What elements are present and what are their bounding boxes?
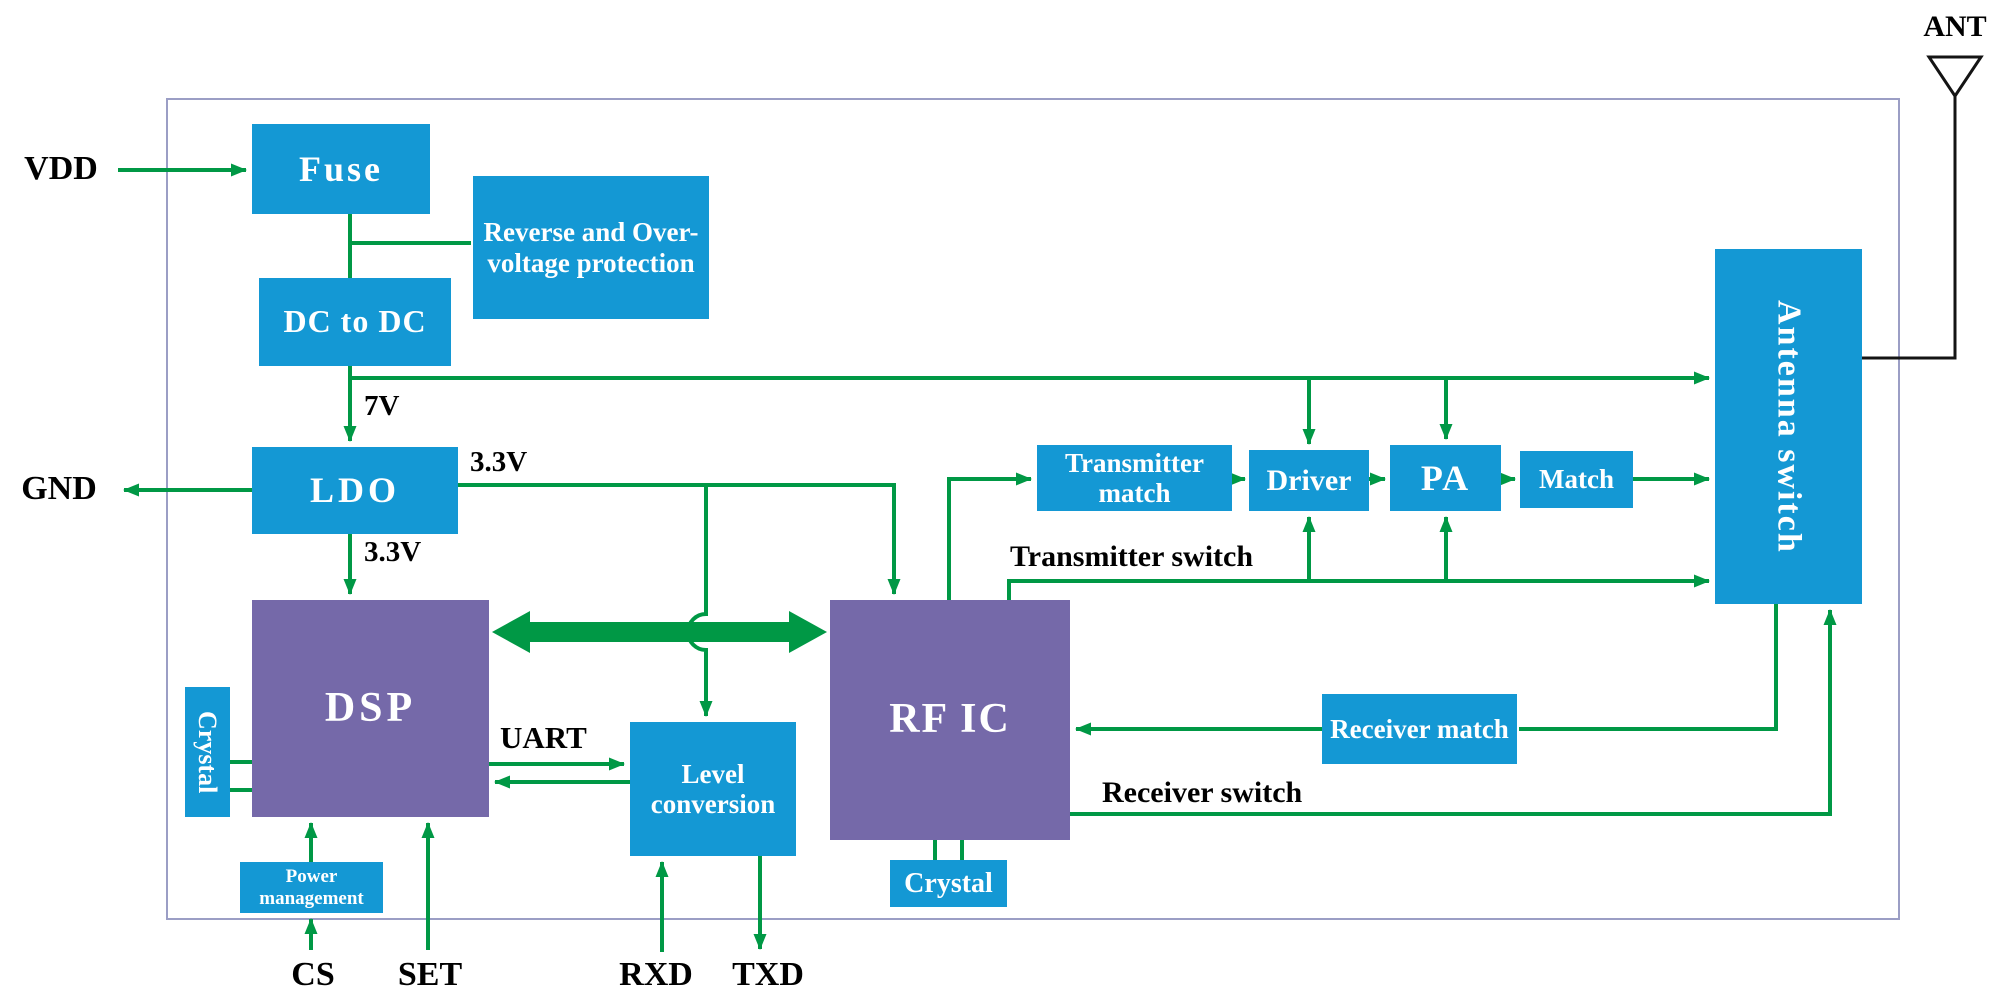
power-management-block: Power management [240, 862, 383, 913]
match-block: Match [1520, 451, 1633, 508]
ant-label: ANT [1923, 10, 1987, 43]
bus-arrowhead-right [789, 611, 827, 653]
driver-block: Driver [1249, 450, 1369, 511]
level-conversion-block: Level conversion [630, 722, 796, 856]
pa-block: PA [1390, 445, 1501, 511]
module-boundary-frame [166, 98, 1900, 920]
wire-transmitter-switch [1007, 574, 1710, 600]
wire-3v3-to-rfic [458, 483, 901, 595]
ldo-block: LDO [252, 447, 458, 534]
crystal-rfic-block: Crystal [890, 860, 1007, 907]
set-label: SET [397, 956, 463, 993]
uart-label: UART [500, 720, 587, 755]
7v-label: 7V [364, 390, 400, 422]
transmitter-switch-label: Transmitter switch [1010, 540, 1254, 573]
vdd-label: VDD [24, 150, 98, 187]
dc-to-dc-block: DC to DC [259, 278, 451, 366]
wire-receiver-switch [1070, 609, 1837, 816]
wire-rfic-to-txmatch [947, 472, 1032, 600]
wire-antenna-to-rxmatch [1519, 604, 1778, 731]
crystal-dsp-block: Crystal [185, 687, 230, 817]
rxd-label: RXD [619, 956, 693, 993]
wire-antenna-switch-to-ant [1862, 96, 1957, 360]
antenna-switch-block: Antenna switch [1715, 249, 1862, 604]
fuse-block: Fuse [252, 124, 430, 214]
protection-block: Reverse and Over-voltage protection [473, 176, 709, 319]
wire-3v3-to-level-conversion [686, 485, 713, 717]
transmitter-match-block: Transmitter match [1037, 445, 1232, 511]
cs-label: CS [291, 956, 335, 993]
receiver-switch-label: Receiver switch [1102, 776, 1303, 809]
3v3-dsp-label: 3.3V [364, 536, 422, 568]
rf-ic-block: RF IC [830, 600, 1070, 840]
gnd-label: GND [21, 470, 97, 507]
dsp-block: DSP [252, 600, 489, 817]
antenna-symbol-icon [1926, 55, 1984, 99]
3v3-bus-label: 3.3V [470, 446, 528, 478]
txd-label: TXD [732, 956, 804, 993]
receiver-match-block: Receiver match [1322, 694, 1517, 764]
bus-arrowhead-left [492, 611, 530, 653]
